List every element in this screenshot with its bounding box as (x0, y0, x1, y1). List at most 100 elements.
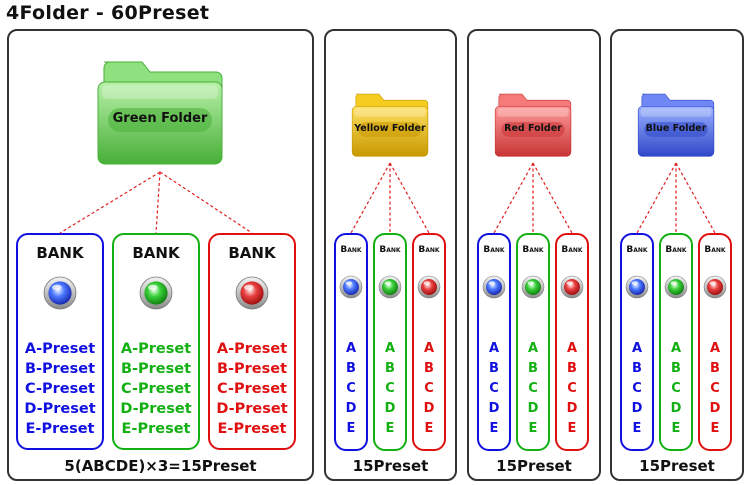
preset-item: C (567, 381, 577, 396)
preset-item: A (670, 341, 682, 356)
preset-item: D-Preset (216, 401, 288, 417)
preset-item: E (632, 421, 642, 436)
preset-item: D (566, 401, 578, 416)
led-indicator-icon (664, 275, 688, 299)
preset-item: D-Preset (24, 401, 96, 417)
preset-item: E (528, 421, 538, 436)
led-indicator-icon (482, 275, 506, 299)
preset-item: E (424, 421, 434, 436)
preset-item: E (671, 421, 681, 436)
preset-item: C-Preset (216, 381, 287, 397)
folder-label: Blue Folder (645, 122, 707, 134)
preset-item: D (709, 401, 721, 416)
preset-total-caption: 15Preset (352, 457, 429, 475)
bank-title: BANK (36, 244, 84, 262)
folder-label: Green Folder (112, 110, 208, 126)
led-indicator-icon (138, 275, 173, 310)
led-indicator-icon (521, 275, 545, 299)
preset-item: A (423, 341, 435, 356)
bank-title: Bank (626, 245, 648, 255)
bank-title: Bank (561, 245, 583, 255)
folder-label: Red Folder (504, 122, 562, 134)
bank-title: Bank (379, 245, 401, 255)
preset-item: B (385, 361, 395, 376)
connector-line (532, 162, 573, 234)
connector-line (389, 162, 430, 234)
preset-item: D (527, 401, 539, 416)
preset-item: A (527, 341, 539, 356)
preset-item: C-Preset (120, 381, 191, 397)
preset-total-caption: 15Preset (639, 457, 715, 475)
preset-item: D (631, 401, 643, 416)
preset-item: A-Preset (216, 341, 288, 357)
preset-item: E (489, 421, 499, 436)
preset-item: E (710, 421, 720, 436)
preset-item: D (384, 401, 396, 416)
bank-title: BANK (132, 244, 180, 262)
preset-item: D (670, 401, 682, 416)
bank-title: Bank (522, 245, 544, 255)
preset-item: B-Preset (216, 361, 288, 377)
preset-item: E (385, 421, 395, 436)
connector-line (155, 171, 161, 234)
preset-item: B-Preset (120, 361, 192, 377)
folder-icon: Red Folder (487, 88, 579, 160)
preset-item: B (632, 361, 642, 376)
led-indicator-icon (42, 275, 77, 310)
preset-item: A-Preset (120, 341, 192, 357)
preset-item: A (384, 341, 396, 356)
led-indicator-icon (560, 275, 584, 299)
connector-line (636, 162, 677, 234)
bank-title: Bank (340, 245, 362, 255)
bank-title: Bank (704, 245, 726, 255)
preset-item: C (346, 381, 356, 396)
preset-item: D (488, 401, 500, 416)
led-indicator-icon (625, 275, 649, 299)
bank-title: Bank (665, 245, 687, 255)
led-indicator-icon (417, 275, 441, 299)
connector-line (350, 162, 391, 234)
preset-item: E-Preset (121, 421, 191, 437)
preset-item: A (566, 341, 578, 356)
preset-item: E-Preset (217, 421, 287, 437)
preset-item: D-Preset (120, 401, 192, 417)
preset-item: B-Preset (24, 361, 96, 377)
preset-item: C (671, 381, 681, 396)
bank-title: Bank (418, 245, 440, 255)
preset-item: C (528, 381, 538, 396)
preset-item: C (632, 381, 642, 396)
page-title: 4Folder - 60Preset (6, 2, 210, 24)
preset-item: A (709, 341, 721, 356)
led-indicator-icon (378, 275, 402, 299)
connector-line (159, 171, 253, 234)
preset-item: B (671, 361, 681, 376)
folder-icon: Green Folder (90, 52, 230, 170)
connector-line (493, 162, 534, 234)
preset-item: E (346, 421, 356, 436)
preset-item: B (424, 361, 434, 376)
preset-item: A (345, 341, 357, 356)
preset-total-caption: 15Preset (496, 457, 572, 475)
